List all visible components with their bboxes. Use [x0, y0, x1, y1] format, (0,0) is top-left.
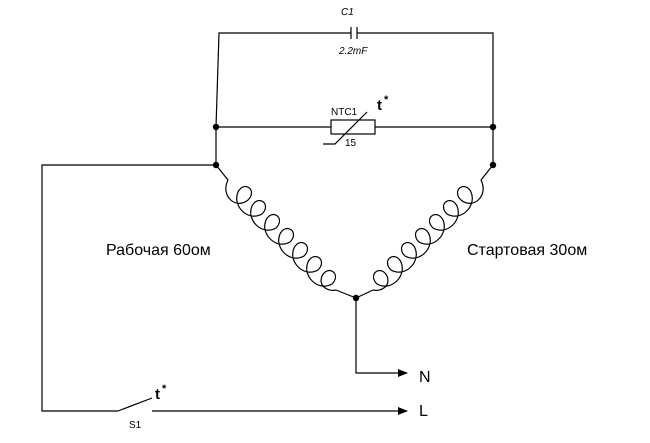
switch-temp-symbol: t	[155, 386, 160, 403]
switch-blade	[117, 397, 153, 412]
junction-dot	[352, 294, 360, 302]
neutral-wire	[355, 298, 408, 377]
coil-tail	[335, 289, 357, 299]
thermistor-temp-symbol: t	[377, 97, 382, 114]
working-winding-label: Рабочая 60ом	[106, 242, 211, 259]
thermistor-ntc1: NTC1 15 t *	[216, 94, 493, 149]
working-winding-coil	[215, 164, 357, 299]
line-wire-left	[41, 164, 216, 412]
thermistor-slash	[323, 111, 368, 145]
line-label: L	[419, 403, 428, 420]
neutral-lead: N	[355, 298, 431, 386]
starting-winding-label: Стартовая 30ом	[467, 242, 587, 259]
switch-ref-label: S1	[129, 420, 142, 431]
capacitor-ref-label: C1	[341, 7, 354, 18]
line-lead: S1 t * L	[41, 164, 428, 431]
capacitor-wire	[215, 32, 351, 128]
neutral-label: N	[419, 369, 431, 386]
starting-winding-coil	[355, 164, 494, 299]
junction-dot	[489, 123, 497, 131]
coil-loops	[372, 179, 484, 291]
coil-lead	[480, 164, 494, 181]
coil-loops	[225, 179, 337, 291]
capacitor-c1: C1 2.2mF	[215, 7, 494, 128]
junction-dot	[212, 161, 220, 169]
junction-dot	[489, 161, 497, 169]
thermistor-body	[330, 119, 376, 135]
thermistor-temp-star: *	[384, 94, 389, 106]
thermistor-ref-label: NTC1	[331, 107, 358, 118]
switch-temp-star: *	[162, 383, 167, 395]
thermistor-value-label: 15	[345, 138, 357, 149]
capacitor-value-label: 2.2mF	[338, 46, 368, 57]
junction-dot	[212, 123, 220, 131]
capacitor-wire-right	[357, 32, 494, 127]
coil-lead	[215, 164, 229, 181]
